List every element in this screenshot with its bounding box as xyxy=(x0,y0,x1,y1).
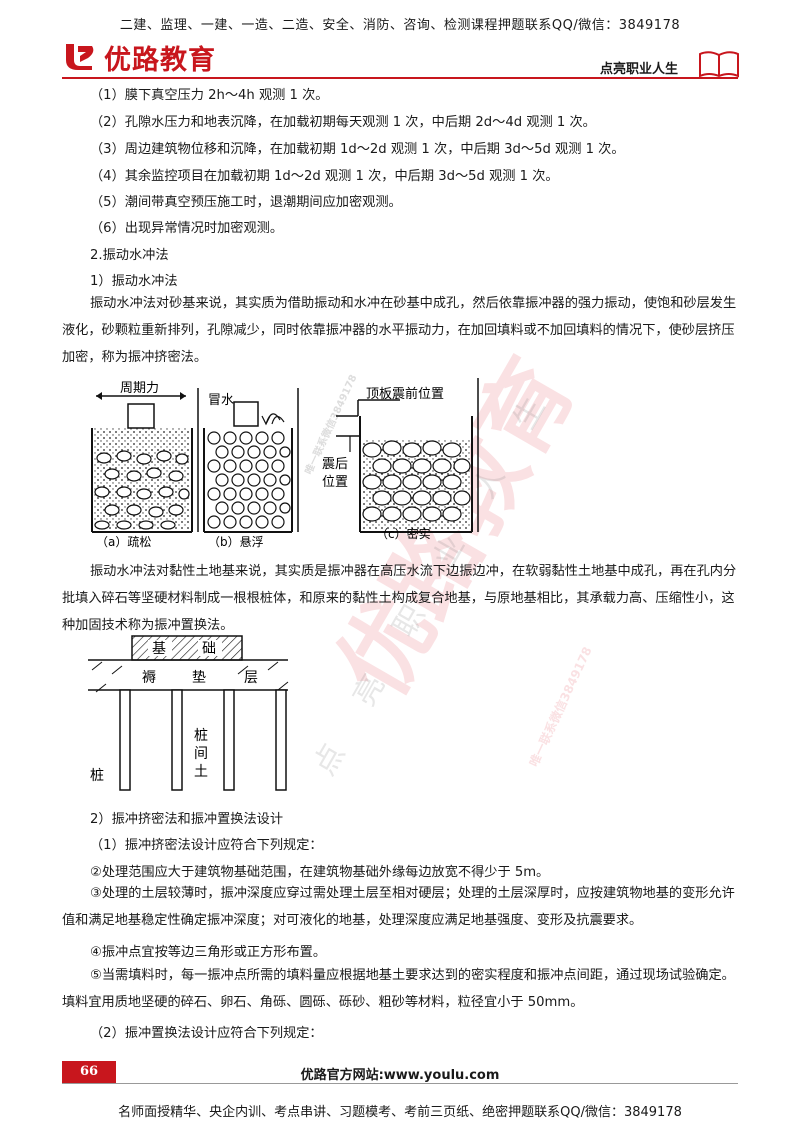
rule-4: ④振冲点宜按等边三角形或正方形布置。 xyxy=(90,945,327,960)
footer-website: 优路官方网站:www.youlu.com xyxy=(300,1068,500,1083)
paragraph-sand: 振动水冲法对砂基来说，其实质为借助振动和水冲在砂基中成孔，然后依靠振冲器的强力振… xyxy=(62,296,737,365)
rule-5: ⑤当需填料时，每一振冲点所需的填料量应根据地基土要求达到的密实程度和振冲点间距，… xyxy=(62,968,735,1010)
caption-dense: （c）密实 xyxy=(376,526,431,541)
label-water-out: 冒水 xyxy=(208,393,234,408)
figure-sand-compaction: 周期力 （a）疏松 冒水 （b）悬浮 xyxy=(91,378,479,549)
label-pile: 桩 xyxy=(90,767,104,784)
book-icon xyxy=(699,51,739,78)
figure-composite-foundation: 基 础 褥 垫 层 桩 桩 间 土 xyxy=(88,635,289,791)
panel-suspended xyxy=(203,388,299,533)
label-periodic-force: 周期力 xyxy=(120,381,159,396)
caption-loose: （a）疏松 xyxy=(96,534,151,549)
label-after-quake: 震后 xyxy=(322,457,348,472)
footer-rule xyxy=(62,1083,738,1084)
design-heading: 2）振冲挤密法和振冲置换法设计 xyxy=(90,812,284,827)
logo-icon xyxy=(66,44,94,70)
label-foundation-2: 础 xyxy=(202,641,216,657)
monitor-item-2: （2）孔隙水压力和地表沉降，在加载初期每天观测 1 次，中后期 2d～4d 观测… xyxy=(90,115,596,130)
label-cushion-2: 垫 xyxy=(192,670,206,686)
paragraph-clay: 振动水冲法对黏性土地基来说，其实质是振冲器在高压水流下边振边冲，在软弱黏性土地基… xyxy=(62,564,737,633)
label-cushion-1: 褥 xyxy=(142,669,156,686)
label-position: 位置 xyxy=(322,475,348,490)
replacement-rules-heading: （2）振冲置换法设计应符合下列规定： xyxy=(90,1026,323,1041)
caption-suspended: （b）悬浮 xyxy=(208,535,264,549)
page-number: 66 xyxy=(62,1061,116,1083)
header-slogan: 点亮职业人生 xyxy=(599,62,678,77)
label-between-soil-2: 间 xyxy=(194,746,208,762)
logo: 优路教育 xyxy=(62,40,216,76)
subsection-heading: 1）振动水冲法 xyxy=(90,274,178,289)
monitor-item-3: （3）周边建筑物位移和沉降，在加载初期 1d～2d 观测 1 次，中后期 3d～… xyxy=(90,142,625,157)
rule-3: ③处理的土层较薄时，振冲深度应穿过需处理土层至相对硬层；处理的土层深厚时，应按建… xyxy=(62,886,735,928)
label-between-soil-1: 桩 xyxy=(194,727,208,744)
compaction-rules-heading: （1）振冲挤密法设计应符合下列规定： xyxy=(90,838,323,853)
label-cushion-3: 层 xyxy=(244,670,258,686)
label-top-before: 顶板震前位置 xyxy=(366,386,444,402)
monitor-item-5: （5）潮间带真空预压施工时，退潮期间应加密观测。 xyxy=(90,195,402,210)
logo-text: 优路教育 xyxy=(104,44,216,76)
monitor-item-4: （4）其余监控项目在加载初期 1d～2d 观测 1 次，中后期 3d～5d 观测… xyxy=(90,169,559,184)
header-rule xyxy=(62,77,738,79)
label-between-soil-3: 土 xyxy=(194,764,208,780)
monitor-item-1: （1）膜下真空压力 2h～4h 观测 1 次。 xyxy=(90,88,329,103)
rule-2: ②处理范围应大于建筑物基础范围，在建筑物基础外缘每边放宽不得少于 5m。 xyxy=(90,865,550,880)
section-heading: 2.振动水冲法 xyxy=(90,248,169,263)
top-banner: 二建、监理、一建、一造、二造、安全、消防、咨询、检测课程押题联系QQ/微信：38… xyxy=(119,18,681,33)
panel-loose xyxy=(91,388,199,533)
monitor-item-6: （6）出现异常情况时加密观测。 xyxy=(90,221,284,236)
bottom-banner: 名师面授精华、央企内训、考点串讲、习题模考、考前三页纸、绝密押题联系QQ/微信：… xyxy=(118,1105,682,1120)
watermark-contact: 唯一联系微信3849178 xyxy=(526,644,595,769)
label-foundation-1: 基 xyxy=(152,640,166,657)
panel-dense xyxy=(336,378,479,533)
